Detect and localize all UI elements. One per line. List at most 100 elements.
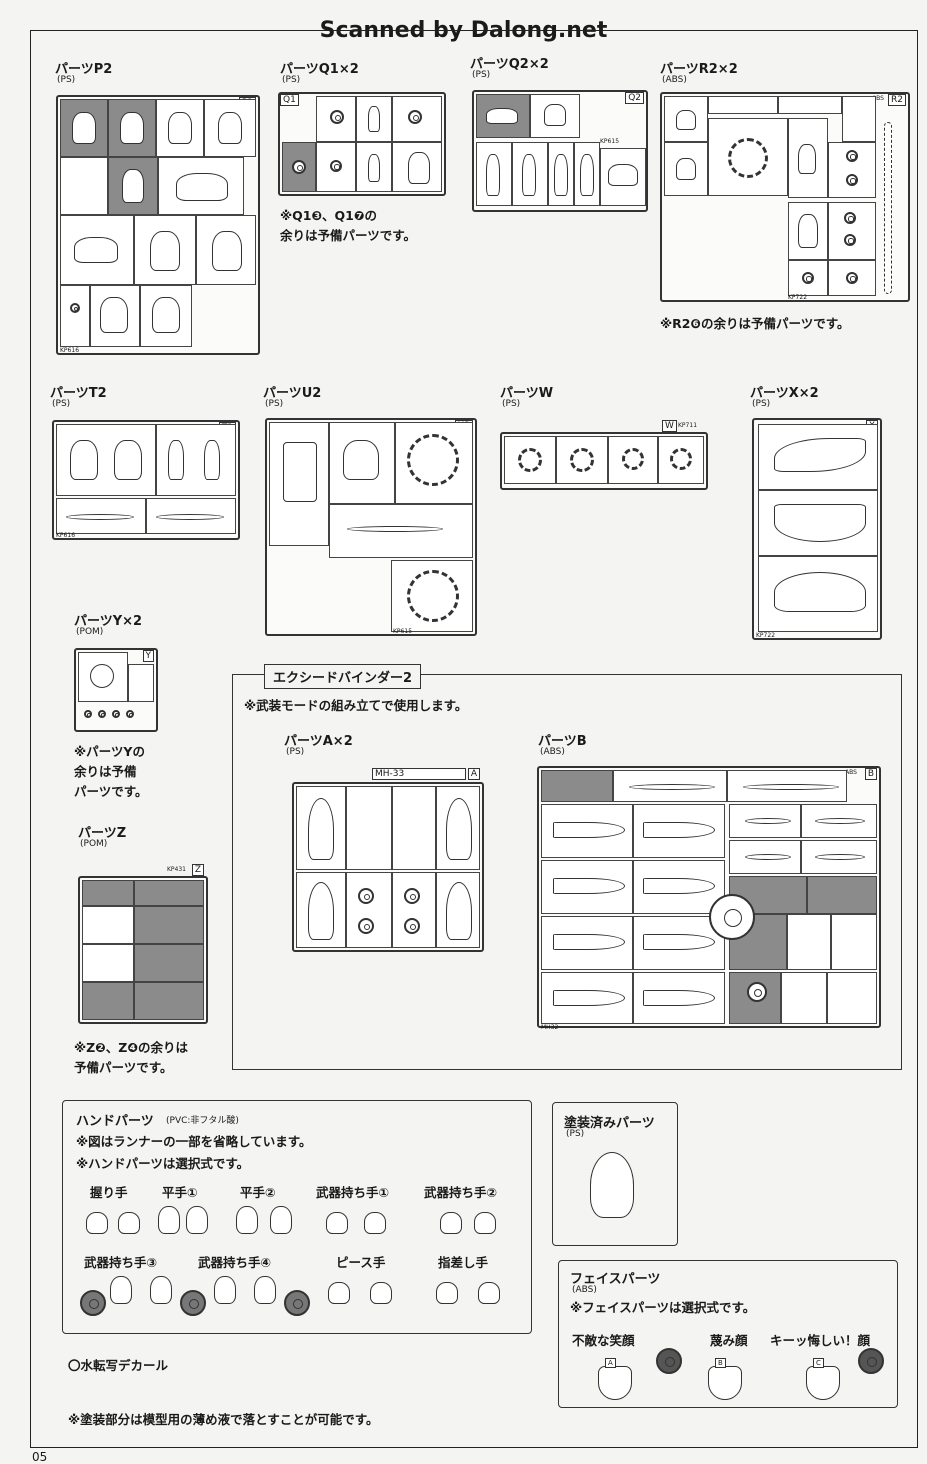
painted-part-title: 塗装済みパーツ: [564, 1116, 655, 1131]
bottom-note: ※塗装部分は模型用の薄め液で落とすことが可能です。: [68, 1412, 379, 1427]
runner-code: KP615: [600, 138, 620, 145]
part-shape: [446, 798, 472, 860]
runner-tag: Y: [142, 650, 154, 662]
part-shape: [554, 154, 568, 196]
x-title: パーツX×2: [750, 386, 819, 401]
part-shape: [150, 231, 180, 271]
runner-code: KP722: [756, 632, 776, 639]
part-shape: [70, 303, 80, 313]
part-shape: [292, 160, 306, 174]
part-cell: [82, 982, 134, 1020]
hand-part-disc: [284, 1290, 310, 1316]
b-material: (ABS): [540, 747, 565, 757]
page-frame: [30, 30, 918, 1448]
part-shape: [74, 237, 118, 263]
hand-icon: [214, 1276, 236, 1304]
hand-parts-box: [62, 1100, 532, 1334]
part-shape: [204, 440, 220, 480]
q1-title: パーツQ1×2: [280, 62, 359, 77]
runner-tag: Q1: [280, 94, 299, 106]
part-shape: [168, 440, 184, 480]
painted-part-material: (PS): [566, 1129, 585, 1139]
part-shape: [844, 212, 856, 224]
runner-code: KP616: [56, 532, 76, 539]
p2-material: (PS): [57, 75, 76, 85]
part-cell: [82, 880, 134, 906]
hand-label-flat-1: 平手①: [162, 1185, 198, 1200]
runner-b: B ABS MH32: [537, 766, 881, 1031]
part-shape: [358, 888, 374, 904]
hand-icon: [326, 1212, 348, 1234]
runner-code: KP711: [678, 422, 698, 429]
hand-icon: [254, 1276, 276, 1304]
runner-q2: Q2 KP615: [472, 90, 648, 212]
painted-head-part: [590, 1152, 634, 1218]
part-shape: [846, 174, 858, 186]
hand-part-disc: [80, 1290, 106, 1316]
part-shape: [676, 158, 696, 180]
runner-tag: W: [662, 420, 677, 432]
part-shape: [90, 664, 114, 688]
part-shape: [404, 888, 420, 904]
part-shape: [846, 272, 858, 284]
runner-tag: Q2: [625, 92, 644, 104]
part-shape: [815, 818, 865, 824]
part-cell: [541, 770, 613, 802]
part-shape: [553, 878, 625, 894]
part-shape: [643, 934, 715, 950]
hand-icon: [186, 1206, 208, 1234]
part-shape: [553, 934, 625, 950]
t2-title: パーツT2: [50, 386, 107, 401]
part-cell: [827, 972, 877, 1024]
part-cell: [316, 142, 356, 192]
runner-q1: Q1: [278, 92, 446, 196]
part-shape: [408, 152, 430, 184]
part-shape: [798, 214, 818, 248]
part-cell: [842, 96, 876, 142]
part-shape: [643, 878, 715, 894]
face-parts-title: フェイスパーツ: [570, 1272, 661, 1287]
hand-label-weapon-4: 武器持ち手④: [198, 1255, 272, 1270]
hand-icon: [478, 1282, 500, 1304]
face-part-disc: [656, 1348, 682, 1374]
hand-icon: [236, 1206, 258, 1234]
a-material: (PS): [286, 747, 305, 757]
part-shape: [358, 918, 374, 934]
exceed-binder-note: ※武装モードの組み立てで使用します。: [244, 698, 468, 713]
u2-title: パーツU2: [263, 386, 322, 401]
part-shape: [774, 572, 866, 612]
hand-parts-note-2: ※ハンドパーツは選択式です。: [76, 1156, 250, 1171]
face-label-smile: 不敵な笑顔: [572, 1333, 635, 1348]
part-shape: [743, 784, 839, 790]
part-cell: [781, 972, 827, 1024]
part-cell: [787, 914, 831, 970]
part-shape: [112, 710, 120, 718]
face-parts-note: ※フェイスパーツは選択式です。: [570, 1300, 756, 1315]
y-title: パーツY×2: [74, 614, 143, 629]
part-cell: [134, 880, 204, 906]
part-shape: [728, 138, 768, 178]
face-label-frustrated: キーッ悔しい！顔: [770, 1333, 871, 1348]
runner-w: W KP711: [500, 420, 708, 490]
part-shape: [152, 297, 180, 333]
part-cell: [392, 872, 436, 948]
part-cell: [156, 424, 236, 496]
hand-parts-note-1: ※図はランナーの一部を省略しています。: [76, 1134, 312, 1149]
w-title: パーツW: [500, 386, 554, 401]
part-cell: [128, 664, 154, 702]
part-cell: [346, 872, 392, 948]
runner-tag: R2: [888, 94, 906, 106]
part-shape: [629, 784, 715, 790]
part-shape: [114, 440, 142, 480]
r2-note: ※R2❻の余りは予備パーツです。: [660, 316, 850, 331]
hand-icon: [328, 1282, 350, 1304]
face-part-disc: [858, 1348, 884, 1374]
part-shape: [446, 882, 472, 940]
hand-icon: [474, 1212, 496, 1234]
q1-material: (PS): [282, 75, 301, 85]
part-cell: [134, 982, 204, 1020]
face-tag: B: [715, 1358, 726, 1368]
part-cell: [60, 285, 90, 347]
part-cell: [807, 876, 877, 914]
runner-tag: B: [864, 768, 877, 780]
